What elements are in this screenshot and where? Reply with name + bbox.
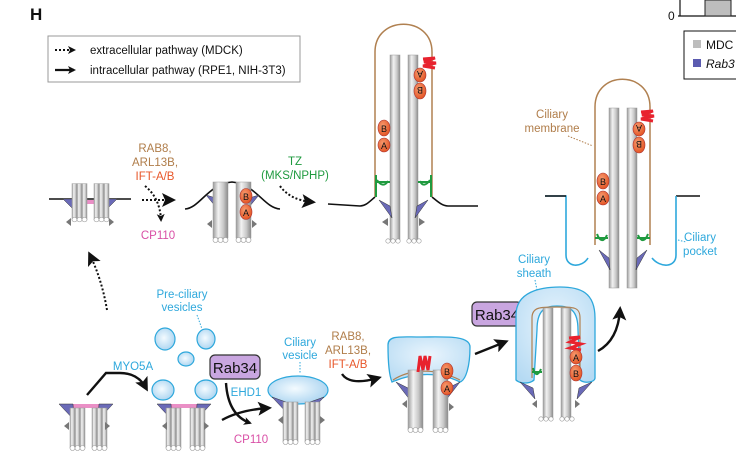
ciliary-vesicle-label: Ciliary [284,337,316,349]
legend-swatch-rab34 [693,59,701,67]
arrow-to-ciliary-vesicle [221,401,272,422]
ift-b-label: B [600,177,606,187]
ift-b-label: B [243,192,249,202]
ehd1-label: EHD1 [231,387,262,399]
ciliary-membrane-label-2: membrane [525,123,580,135]
ift-a-label: A [243,208,249,218]
arrow-bottom-step [341,373,382,388]
arrow-myo5a [86,371,148,396]
ift-a-label: A [600,194,606,204]
tz-label: TZ [288,156,302,168]
pathway-legend: extracellular pathway (MDCK) intracellul… [47,35,301,83]
rab34-badge-2: Rab34 [471,301,523,327]
stage-docked-basal-body [49,183,131,226]
legend-swatch-mdck [693,40,701,48]
ift-a-label: A [636,123,642,133]
stage-ciliary-sheath: A B [515,286,596,422]
stage-membrane-bump: B A [184,181,281,243]
ift-a-label: A [381,141,387,151]
vesicle [196,328,216,350]
ciliary-vesicle-label-2: vesicle [282,350,317,362]
ciliary-sheath-label-2: sheath [517,268,552,280]
legend-intracellular: intracellular pathway (RPE1, NIH-3T3) [90,65,286,77]
ift-ab-label: IFT-A/B [136,171,175,183]
ift-b-label: B [417,85,423,95]
legend-extracellular: extracellular pathway (MDCK) [90,45,243,57]
arrow-cp110-top [144,185,165,222]
ift-b-label: B [573,369,579,379]
rab8-label: RAB8, [138,143,171,155]
stage-full-cilium: A B B A [327,23,478,244]
stage-ciliary-vesicle [267,375,329,445]
chart-bar [704,0,732,17]
corner-chart: 0 MDC Rab3 [668,0,736,80]
vesicle [154,327,176,351]
arrow-to-sheath [474,339,509,356]
rab34-badge: Rab34 [209,354,261,380]
cp110-bottom-label: CP110 [234,434,268,446]
preciliary-vesicles [151,327,218,401]
myo5a-label: MYO5A [113,361,154,373]
ift-b-label: B [381,124,387,134]
preciliary-label-2: vesicles [162,302,203,314]
axis-zero-label: 0 [668,9,675,23]
stage-vesicle-docking [156,403,212,451]
ift-b-label: B [444,367,450,377]
ift-a-label: A [573,353,579,363]
arrow-cp110-bottom [224,382,252,425]
vesicle [177,351,195,367]
arl13b-label: ARL13B, [132,157,178,169]
ift-a-label: A [444,384,450,394]
svg-text:Rab34: Rab34 [475,307,519,324]
ift-b-label: B [636,139,642,149]
arrow-tz [279,185,316,209]
arrow-extracellular-up [88,251,108,311]
stage-mother-centriole [58,403,114,451]
stage-pocket-cilium: A B B A [545,78,700,289]
legend-label-mdck: MDC [706,38,734,52]
cp110-top-label: CP110 [141,230,175,242]
panel-label: H [30,5,42,24]
ciliary-sheath-label: Ciliary [518,254,550,266]
arl13b-label-bottom: ARL13B, [325,345,371,357]
ift-ab-label-bottom: IFT-A/B [329,359,368,371]
ciliary-pocket-label-2: pocket [683,246,718,258]
ift-a-label: A [417,69,423,79]
arrow-to-pocket [597,306,627,353]
stage-early-axoneme: B A [387,336,471,433]
rab8-label-bottom: RAB8, [331,331,364,343]
preciliary-label: Pre-ciliary [156,289,207,301]
vesicle [194,379,218,401]
legend-label-rab34: Rab3 [706,57,735,71]
svg-text:Rab34: Rab34 [213,360,257,377]
mks-nphp-label: (MKS/NPHP) [261,170,329,182]
ciliary-pocket-label: Ciliary [684,232,716,244]
vesicle [151,379,175,401]
ciliary-membrane-label: Ciliary [536,109,568,121]
